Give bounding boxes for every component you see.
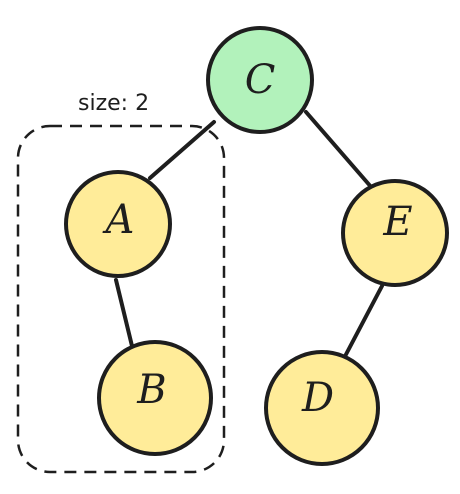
node-d-circle <box>264 350 380 466</box>
edge-e-d <box>340 284 384 364</box>
node-c-circle <box>206 26 314 134</box>
node-d-label: D <box>301 375 334 421</box>
node-e: E <box>341 179 449 287</box>
node-c: C <box>206 26 314 134</box>
edge-c-e <box>304 110 374 190</box>
subtree-size-label: size: 2 <box>78 91 149 116</box>
node-a-circle <box>64 170 172 278</box>
node-d: D <box>264 350 380 466</box>
edge-c-a <box>148 120 216 180</box>
node-c-label: C <box>245 57 276 103</box>
node-a-label: A <box>102 197 135 243</box>
node-b-circle <box>97 340 213 456</box>
edge-a-b <box>114 278 134 348</box>
node-b: B <box>97 340 213 456</box>
node-a: A <box>64 170 172 278</box>
node-b-label: B <box>136 367 166 413</box>
subtree-group-box <box>16 124 226 474</box>
node-e-circle <box>341 179 449 287</box>
node-e-label: E <box>382 199 412 245</box>
